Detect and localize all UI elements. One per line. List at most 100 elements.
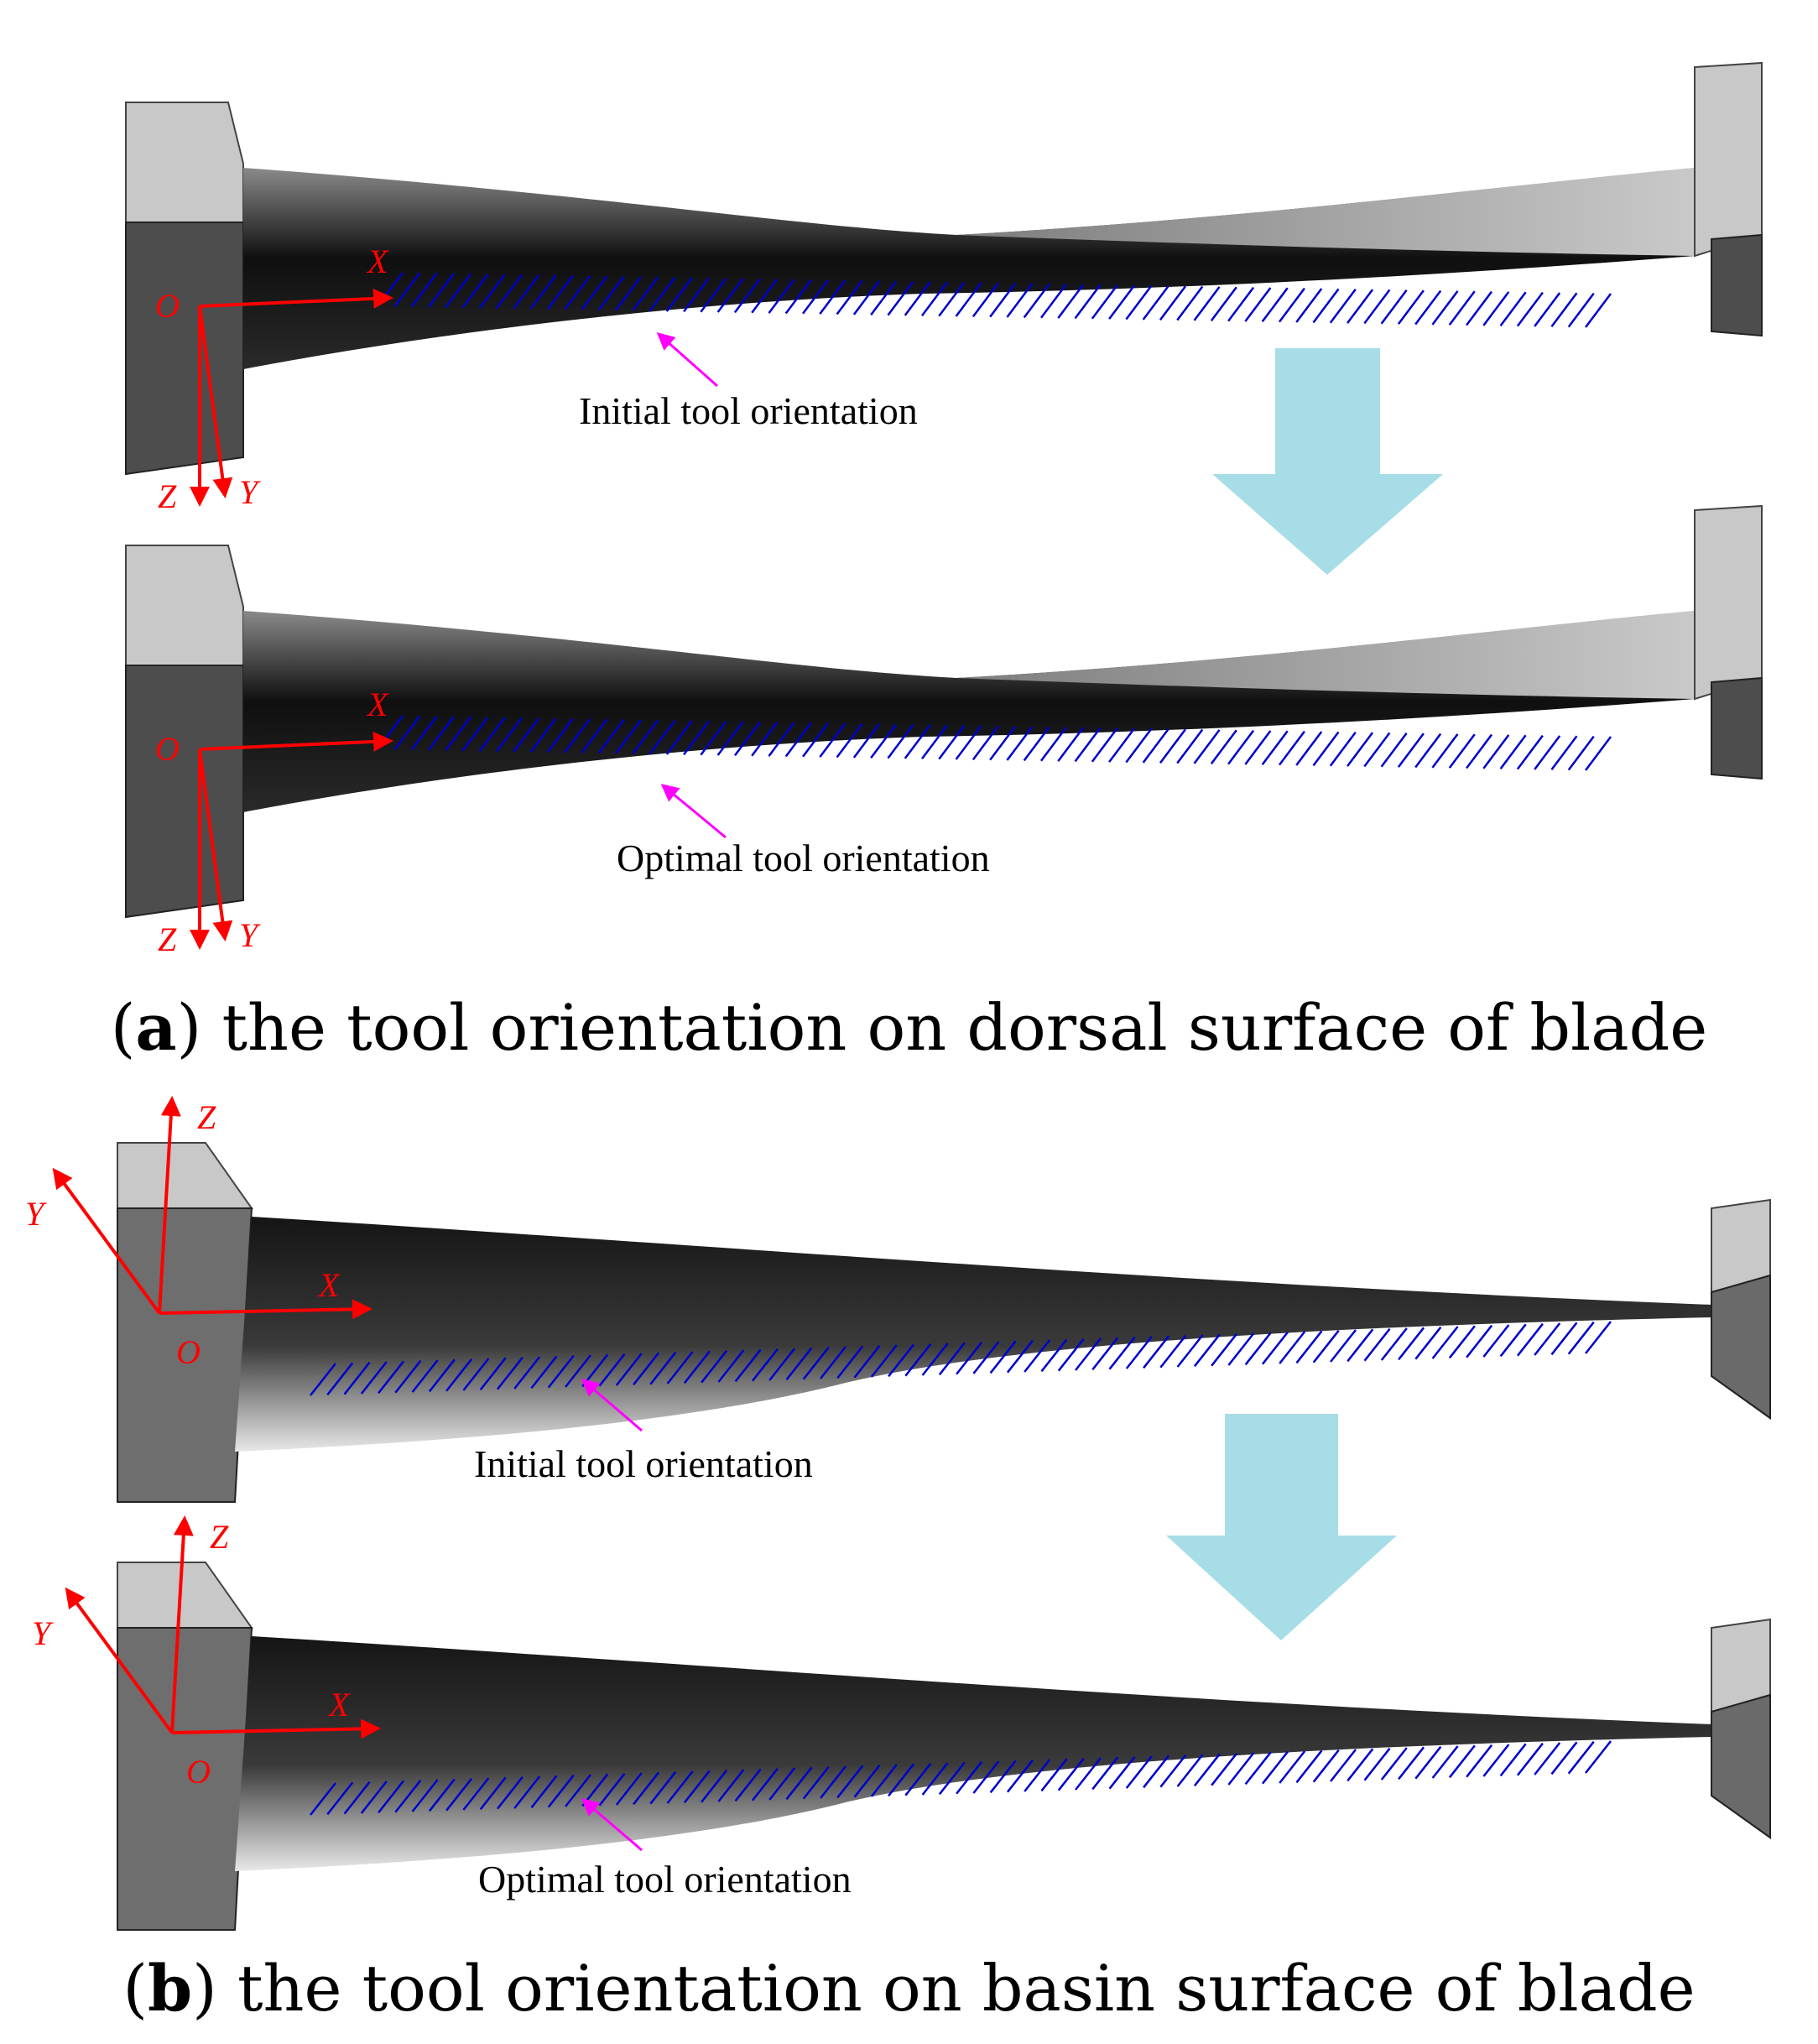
tool-orientation-line	[360, 1361, 388, 1395]
tool-orientation-line	[1057, 1757, 1085, 1791]
right-fixture-block	[1694, 504, 1763, 780]
tool-orientation-line	[1057, 284, 1085, 319]
tool-orientation-line	[1466, 1324, 1493, 1358]
coordinate-axes: X O Z Y	[32, 1515, 381, 1791]
tool-orientation-line	[1516, 1742, 1544, 1776]
tool-orientation-line	[1516, 291, 1544, 327]
tool-orientation-line	[394, 1779, 422, 1813]
tool-orientation-line	[972, 1760, 1000, 1794]
panel-b-bottom: X O Z Y Optimal tool orientation	[32, 1515, 1771, 1931]
tool-orientation-line	[310, 1782, 336, 1816]
tool-orientation-line	[410, 272, 438, 308]
tool-orientation-line	[1040, 1758, 1068, 1792]
tool-orientation-line	[938, 281, 966, 317]
tool-orientation-line	[632, 719, 659, 755]
tool-orientation-line	[1448, 733, 1476, 769]
tool-orientation-line	[701, 1769, 728, 1803]
blade-body	[235, 1217, 1711, 1452]
tool-orientation-line	[1143, 1335, 1170, 1369]
tool-orientation-line	[733, 721, 761, 757]
tool-orientation-line	[1142, 728, 1169, 764]
tool-orientation-line	[1142, 285, 1169, 321]
tool-orientation-line	[495, 717, 523, 753]
tool-orientation-line	[1125, 1336, 1153, 1369]
tool-orientation-line	[564, 275, 591, 310]
tool-orientation-line	[683, 277, 711, 313]
tool-orientation-line	[427, 273, 455, 308]
tool-orientation-line	[1159, 1334, 1187, 1369]
tool-orientation-line	[921, 724, 949, 760]
tool-orientation-line	[1550, 1741, 1578, 1775]
tool-orientation-line	[700, 720, 727, 756]
tool-orientation-line	[1108, 284, 1136, 320]
tool-orientation-line	[716, 721, 744, 756]
tool-orientation-line	[1006, 1759, 1034, 1793]
tool-orientation-line	[1024, 1339, 1051, 1373]
tool-orientation-line	[1585, 736, 1612, 771]
tool-orientation-line	[870, 1344, 898, 1378]
tool-orientation-line	[614, 276, 642, 311]
tool-orientation-line	[1244, 730, 1272, 765]
tool-orientation-line	[1363, 289, 1391, 325]
tool-orientation-line	[411, 1779, 439, 1812]
tool-orientation-line	[360, 1781, 388, 1814]
tool-orientation-line	[597, 275, 625, 311]
tool-orientation-line	[1227, 729, 1255, 765]
tool-orientation-line	[1330, 1749, 1357, 1782]
caption-panel-b: (b) the tool orientation on basin surfac…	[122, 1951, 1696, 2026]
tool-orientation-line	[904, 724, 931, 759]
tool-orientation-line	[1363, 1327, 1391, 1362]
tool-orientation-line	[1108, 727, 1136, 763]
tool-orientation-line	[1091, 284, 1118, 320]
tool-orientation-line	[1567, 1740, 1595, 1775]
tool-orientation-line	[496, 1775, 524, 1810]
tool-orientation-line	[1159, 285, 1186, 321]
caption-text: the tool orientation on basin surface of…	[216, 1951, 1696, 2026]
tool-orientation-line	[888, 1763, 915, 1797]
tool-orientation-line	[1295, 731, 1323, 766]
tool-orientation-line	[513, 717, 540, 753]
tool-orientation-line	[1499, 291, 1527, 326]
transition-arrow-a	[1212, 348, 1443, 575]
tool-orientation-line	[1261, 1331, 1289, 1365]
tool-orientation-line	[529, 274, 557, 310]
coordinate-axes: X O Z Y	[155, 242, 393, 515]
tool-orientation-line	[513, 1356, 541, 1390]
tool-orientation-line	[598, 1772, 626, 1807]
tool-orientation-line	[597, 718, 625, 754]
tool-orientation-line	[1329, 288, 1357, 324]
origin-label: O	[155, 287, 180, 325]
tool-orientation-line	[1567, 735, 1595, 771]
callout: Initial tool orientation	[579, 332, 918, 432]
tool-orientation-line	[445, 1777, 473, 1812]
tool-orientation-line	[581, 275, 608, 310]
tool-orientation-line	[1211, 1332, 1238, 1367]
tool-orientation-line	[1414, 1326, 1442, 1360]
tool-orientation-line	[1193, 1753, 1221, 1787]
tool-orientation-line	[513, 1775, 541, 1809]
tool-orientation-line	[462, 1358, 490, 1391]
tool-orientation-lines	[377, 715, 1612, 771]
tool-orientation-line	[717, 1769, 745, 1802]
tool-orientation-line	[768, 722, 795, 757]
panel-b-top: X O Z Y Initial tool orientation	[25, 1096, 1771, 1503]
tool-orientation-line	[1414, 289, 1442, 326]
tool-orientation-line	[411, 1359, 439, 1393]
tool-orientation-line	[1227, 1752, 1255, 1786]
tool-orientation-line	[784, 722, 812, 758]
tool-orientation-line	[1398, 1327, 1425, 1361]
tool-orientation-line	[1499, 734, 1527, 769]
tool-orientation-line	[1176, 1334, 1204, 1368]
tool-orientation-line	[1125, 1755, 1153, 1789]
tool-orientation-line	[632, 276, 659, 312]
tool-orientation-line	[751, 721, 779, 757]
callout-label: Initial tool orientation	[579, 389, 918, 432]
tool-orientation-line	[1550, 292, 1578, 328]
tool-orientation-line	[1448, 1744, 1476, 1779]
tool-orientation-line	[649, 276, 676, 312]
tool-orientation-line	[393, 272, 421, 308]
tool-orientation-line	[547, 1774, 575, 1808]
callout-label: Initial tool orientation	[474, 1442, 813, 1485]
tool-orientation-line	[649, 719, 676, 755]
